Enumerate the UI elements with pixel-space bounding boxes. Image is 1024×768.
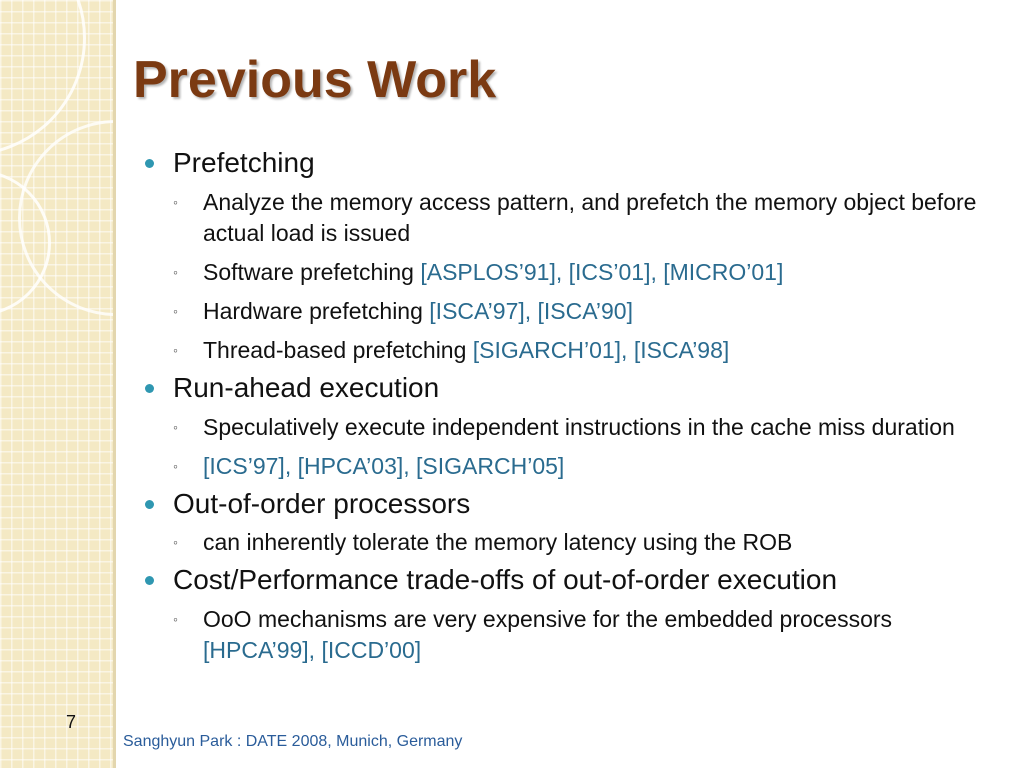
sub-bullet-circle-icon: ◦ [173, 302, 178, 319]
sub-bullet-text: Thread-based prefetching [203, 336, 473, 363]
sub-bullet-text: can inherently tolerate the memory laten… [203, 529, 793, 556]
sub-bullet-circle-icon: ◦ [173, 263, 178, 280]
sub-bullet-item: ◦ Hardware prefetching [ISCA’97], [ISCA’9… [145, 296, 1005, 327]
bullet-list: Prefetching ◦ Analyze the memory access pa… [145, 147, 1005, 666]
page-number: 7 [66, 712, 77, 732]
bullet-text: Out-of-order processors [173, 487, 471, 519]
sub-bullet-item: ◦ [ICS’97], [HPCA’03], [SIGARCH’05] [145, 451, 1005, 482]
sub-bullet-circle-icon: ◦ [173, 534, 178, 551]
bullet-item: Run-ahead execution [145, 371, 1005, 404]
sub-bullet-item: ◦ OoO mechanisms are very expensive for t… [145, 604, 1005, 666]
bullet-item: Out-of-order processors [145, 487, 1005, 520]
bullet-item: Prefetching [145, 147, 1005, 179]
citation-reference: [HPCA’99], [ICCD’00] [203, 637, 422, 664]
citation-reference: [ISCA’97], [ISCA’90] [429, 297, 633, 324]
sub-bullet-item: ◦ Software prefetching [ASPLOS’91], [ICS’… [145, 257, 1005, 288]
slide-title: Previous Work [133, 51, 497, 109]
sub-bullet-circle-icon: ◦ [173, 341, 178, 358]
citation-reference: [ASPLOS’91], [ICS’01], [MICRO’01] [420, 258, 784, 285]
bullet-dot-icon [145, 159, 154, 168]
decorative-side-panel [0, 0, 113, 768]
sub-bullet-item: ◦ Analyze the memory access pattern, and … [145, 187, 1005, 249]
sub-bullet-circle-icon: ◦ [173, 457, 178, 474]
sub-bullet-circle-icon: ◦ [173, 418, 178, 435]
bullet-text: Prefetching [173, 147, 315, 178]
sub-bullet-item: ◦ Speculatively execute independent instr… [145, 412, 1005, 443]
sub-bullet-circle-icon: ◦ [173, 611, 178, 628]
bullet-text: Cost/Performance trade-offs of out-of-or… [173, 564, 838, 596]
sub-bullet-text: Speculatively execute independent instru… [203, 413, 955, 440]
sub-bullet-text: Software prefetching [203, 258, 421, 285]
sub-bullet-text: Analyze the memory access pattern, and p… [203, 188, 977, 246]
citation-reference: [SIGARCH’01], [ISCA’98] [472, 336, 730, 363]
sub-bullet-circle-icon: ◦ [173, 193, 178, 210]
bullet-text: Run-ahead execution [173, 371, 440, 403]
bullet-item: Cost/Performance trade-offs of out-of-or… [145, 565, 1005, 596]
sub-bullet-text: Hardware prefetching [203, 297, 430, 324]
sub-bullet-item: ◦ Thread-based prefetching [SIGARCH’01], … [145, 335, 1005, 366]
slide-footer: Sanghyun Park : DATE 2008, Munich, Germa… [123, 733, 463, 750]
citation-reference: [ICS’97], [HPCA’03], [SIGARCH’05] [203, 452, 565, 479]
bullet-dot-icon [145, 499, 154, 509]
sub-bullet-item: ◦ can inherently tolerate the memory late… [145, 527, 1005, 558]
panel-divider [113, 0, 116, 768]
bullet-dot-icon [145, 576, 154, 586]
sub-bullet-text: OoO mechanisms are very expensive for th… [203, 606, 893, 633]
bullet-dot-icon [145, 383, 154, 393]
